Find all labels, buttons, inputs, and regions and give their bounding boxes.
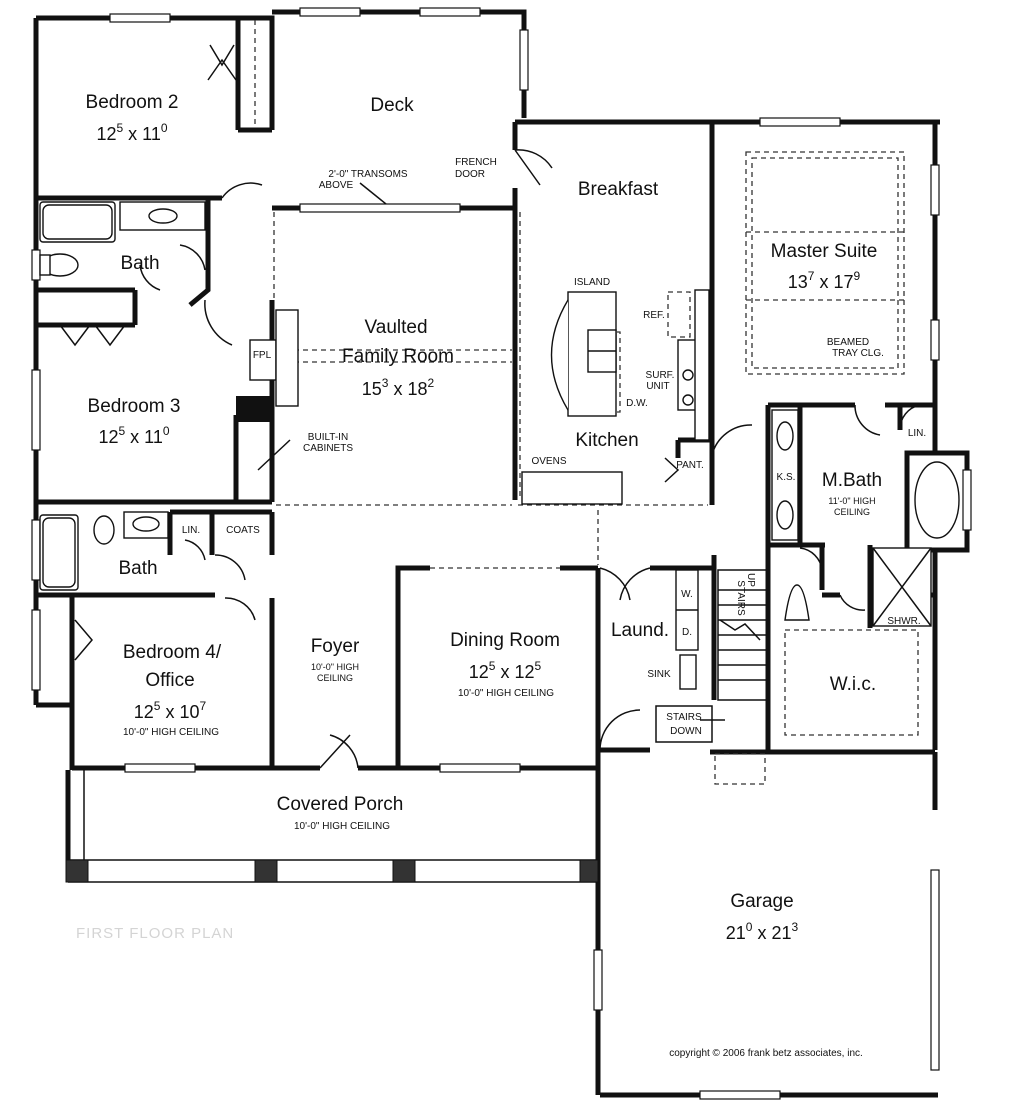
family-line2: Family Room — [342, 346, 454, 367]
surf-unit-line2: UNIT — [646, 381, 669, 392]
french-door-line2: DOOR — [455, 169, 485, 180]
stairs-down-line1: STAIRS — [666, 712, 702, 723]
foyer-line1: 10'-0" HIGH — [311, 662, 359, 672]
foyer-label: Foyer — [311, 636, 360, 657]
shwr-label: SHWR. — [887, 616, 920, 627]
garage-dims: 210 x 213 — [726, 920, 799, 943]
dining-label: Dining Room — [450, 630, 560, 651]
surf-unit-line1: SURF. — [646, 370, 675, 381]
french-door-line1: FRENCH — [455, 157, 497, 168]
ks-label: K.S. — [777, 472, 796, 483]
bedroom4-dims: 125 x 107 — [134, 699, 207, 722]
transoms-line1: 2'-0" TRANSOMS — [328, 169, 408, 180]
copyright-text: copyright © 2006 frank betz associates, … — [669, 1048, 863, 1059]
stairs-up-line1: STAIRS — [735, 580, 746, 616]
mbath-line2: CEILING — [834, 507, 870, 517]
stairs-down-line2: DOWN — [670, 726, 702, 737]
builtin-line2: CABINETS — [303, 443, 353, 454]
bedroom3-label: Bedroom 3 — [88, 396, 181, 417]
breakfast-label: Breakfast — [578, 179, 659, 200]
plan-title: FIRST FLOOR PLAN — [76, 925, 234, 942]
bedroom4-ceiling: 10'-0" HIGH CEILING — [123, 727, 219, 738]
ref-label: REF. — [643, 310, 665, 321]
laund-label: Laund. — [611, 620, 669, 641]
dining-ceiling: 10'-0" HIGH CEILING — [458, 688, 554, 699]
family-dims: 153 x 182 — [362, 376, 435, 399]
lin-master-label: LIN. — [908, 428, 926, 439]
wic-label: W.i.c. — [830, 674, 876, 695]
sink-label: SINK — [647, 669, 671, 680]
lin-label: LIN. — [182, 525, 200, 536]
windows — [31, 7, 972, 1100]
family-line1: Vaulted — [364, 317, 427, 338]
mbath-label: M.Bath — [822, 470, 882, 491]
porch-ceiling: 10'-0" HIGH CEILING — [294, 821, 390, 832]
builtin-line1: BUILT-IN — [308, 432, 348, 443]
bath2-label: Bath — [118, 558, 157, 579]
dashed-lines — [254, 20, 919, 785]
dw-label: D.W. — [626, 398, 648, 409]
laund-d: D. — [682, 627, 692, 638]
bedroom2-dims: 125 x 110 — [96, 121, 167, 144]
garage-label: Garage — [730, 891, 793, 912]
stairs-up-line2: UP — [745, 573, 756, 587]
coats-label: COATS — [226, 525, 260, 536]
bedroom4-line1: Bedroom 4/ — [123, 642, 222, 663]
master-suite-label: Master Suite — [771, 241, 878, 262]
kitchen-label: Kitchen — [575, 430, 638, 451]
bedroom4-line2: Office — [145, 670, 194, 691]
beamed-line1: BEAMED — [827, 337, 869, 348]
deck-label: Deck — [370, 95, 414, 116]
laund-w: W. — [681, 589, 693, 600]
fixtures — [39, 182, 960, 883]
master-suite-dims: 137 x 179 — [788, 269, 861, 292]
bath1-label: Bath — [120, 253, 159, 274]
foyer-line2: CEILING — [317, 673, 353, 683]
ovens-label: OVENS — [531, 456, 566, 467]
fpl-label: FPL — [253, 350, 272, 361]
doors — [59, 44, 921, 769]
beamed-line2: TRAY CLG. — [832, 348, 884, 359]
stairs — [655, 569, 769, 743]
transoms-line2: ABOVE — [319, 180, 354, 191]
dining-dims: 125 x 125 — [469, 659, 542, 682]
bedroom3-dims: 125 x 110 — [98, 424, 169, 447]
pant-label: PANT. — [676, 460, 704, 471]
porch-label: Covered Porch — [277, 794, 404, 815]
island-label: ISLAND — [574, 277, 610, 288]
room-labels: Bedroom 2 125 x 110 Deck 2'-0" TRANSOMS … — [76, 92, 926, 1059]
mbath-line1: 11'-0" HIGH — [828, 496, 875, 506]
bedroom2-label: Bedroom 2 — [86, 92, 179, 113]
